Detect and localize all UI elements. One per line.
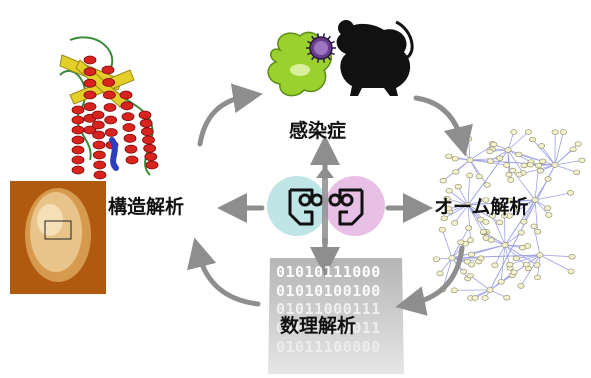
protein-structure-icon: [60, 37, 158, 179]
label-infection: 感染症: [289, 116, 346, 143]
binary-line: 01010111000: [276, 263, 381, 281]
cell-microscopy-icon: [10, 181, 106, 294]
mouse-icon: [337, 20, 413, 96]
label-math-analysis: 数理解析: [280, 311, 356, 338]
arrow-math-to-structure: [198, 252, 258, 304]
label-structure-analysis: 構造解析: [108, 192, 184, 219]
pathogen-icon: [268, 32, 336, 95]
face-icon: [267, 166, 385, 244]
binary-line: 01011100000: [276, 338, 381, 356]
arrow-structure-to-infection: [200, 96, 248, 144]
label-omics-analysis: オーム解析: [434, 192, 528, 219]
arrow-infection-to-omics: [416, 98, 462, 142]
binary-line: 01010100100: [276, 282, 381, 300]
